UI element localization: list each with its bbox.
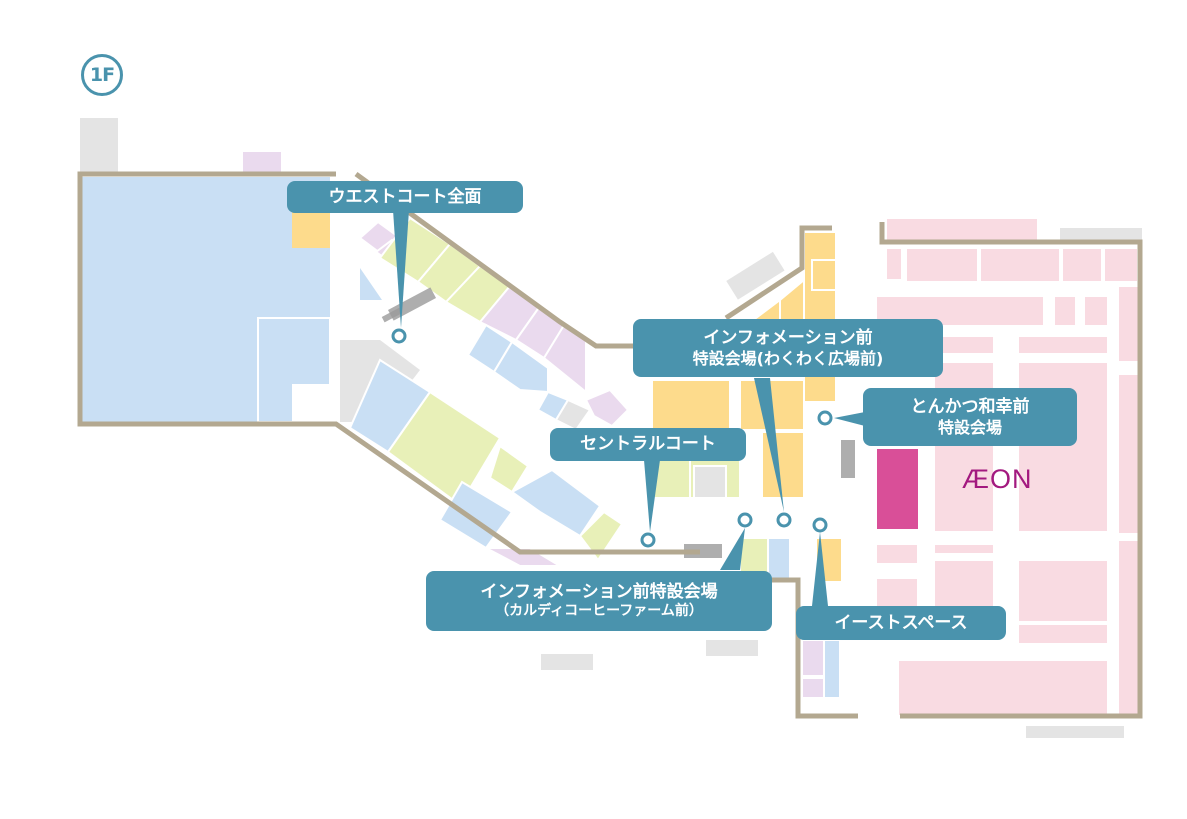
east-small-shops bbox=[801, 639, 841, 699]
callout-east-space-label: イーストスペース bbox=[834, 612, 968, 633]
callout-tonkatsu-wako-line1: とんかつ和幸前 bbox=[910, 397, 1030, 418]
callout-east-space[interactable]: イーストスペース bbox=[796, 606, 1006, 640]
marker-info-kaldi[interactable] bbox=[737, 512, 753, 528]
lower-shop-row bbox=[348, 358, 624, 567]
aeon-logo: ÆON bbox=[962, 464, 1033, 494]
callout-info-front-wakuwaku[interactable]: インフォメーション前 特設会場(わくわく広場前) bbox=[633, 319, 943, 377]
floor-level-badge: 1F bbox=[81, 54, 123, 96]
marker-central-court[interactable] bbox=[640, 532, 656, 548]
callout-tonkatsu-wako[interactable]: とんかつ和幸前 特設会場 bbox=[863, 388, 1077, 446]
callout-tonkatsu-wako-line2: 特設会場 bbox=[937, 417, 1002, 437]
callout-west-court[interactable]: ウエストコート全面 bbox=[287, 181, 523, 213]
marker-tonkatsu-wako[interactable] bbox=[817, 410, 833, 426]
aeon-anchor-store bbox=[875, 217, 1141, 717]
exterior-kiosk bbox=[243, 152, 281, 172]
callout-pointers bbox=[393, 210, 865, 606]
marker-east-space[interactable] bbox=[812, 517, 828, 533]
marker-west-court[interactable] bbox=[391, 328, 407, 344]
callout-central-court-label: セントラルコート bbox=[580, 434, 716, 455]
tonkatsu-wako-shop bbox=[877, 449, 918, 529]
callout-west-court-label: ウエストコート全面 bbox=[328, 186, 482, 207]
callout-info-front-kaldi-line2: （カルディコーヒーファーム前） bbox=[495, 602, 703, 619]
callout-info-front-wakuwaku-line1: インフォメーション前 bbox=[703, 328, 873, 349]
callout-info-front-kaldi-line1: インフォメーション前特設会場 bbox=[480, 582, 718, 603]
callout-info-front-wakuwaku-line2: 特設会場(わくわく広場前) bbox=[692, 348, 884, 368]
event-markers bbox=[391, 328, 833, 548]
marker-info-wakuwaku[interactable] bbox=[776, 512, 792, 528]
west-anchor-store bbox=[82, 177, 331, 423]
callout-central-court[interactable]: セントラルコート bbox=[550, 428, 746, 461]
callout-info-front-kaldi[interactable]: インフォメーション前特設会場 （カルディコーヒーファーム前） bbox=[426, 571, 772, 631]
exterior-areas bbox=[80, 118, 1142, 738]
shop bbox=[360, 268, 382, 300]
